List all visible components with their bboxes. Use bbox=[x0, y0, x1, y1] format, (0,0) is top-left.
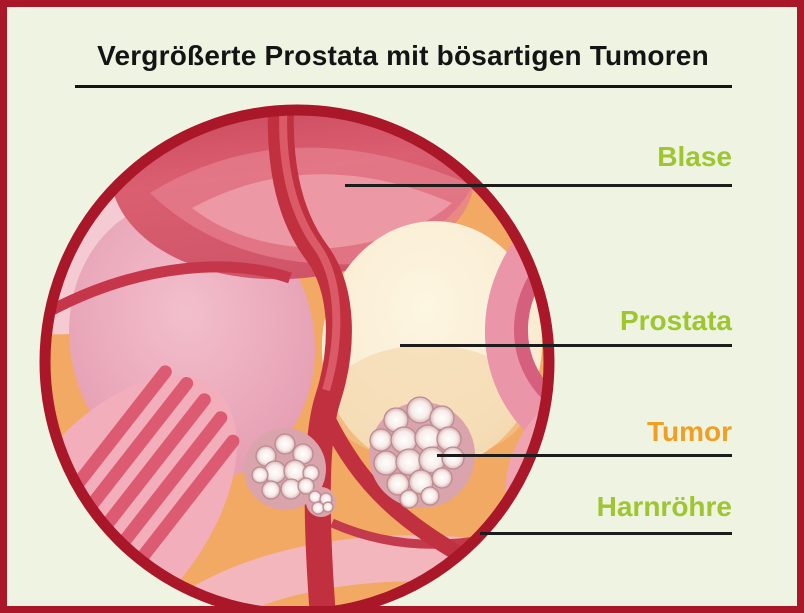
tumor-cluster-medium bbox=[244, 428, 326, 510]
illustration-rim bbox=[39, 104, 555, 613]
label-harnroehre: Harnröhre bbox=[596, 491, 732, 522]
bladder-shape bbox=[109, 110, 485, 280]
leader-line-blase bbox=[345, 184, 732, 187]
leader-line-prostata bbox=[400, 344, 732, 347]
tumor-cluster-large bbox=[369, 396, 475, 509]
page-title: Vergrößerte Prostata mit bösartigen Tumo… bbox=[97, 40, 709, 71]
title-underline bbox=[75, 85, 732, 88]
leader-line-tumor bbox=[437, 454, 732, 457]
tumor-cluster-small bbox=[306, 487, 336, 517]
label-blase: Blase bbox=[657, 141, 732, 172]
label-tumor: Tumor bbox=[646, 416, 732, 447]
leader-line-harnroehre bbox=[480, 532, 732, 535]
label-prostata: Prostata bbox=[619, 305, 732, 336]
prostate-anatomy-illustration bbox=[39, 104, 555, 613]
